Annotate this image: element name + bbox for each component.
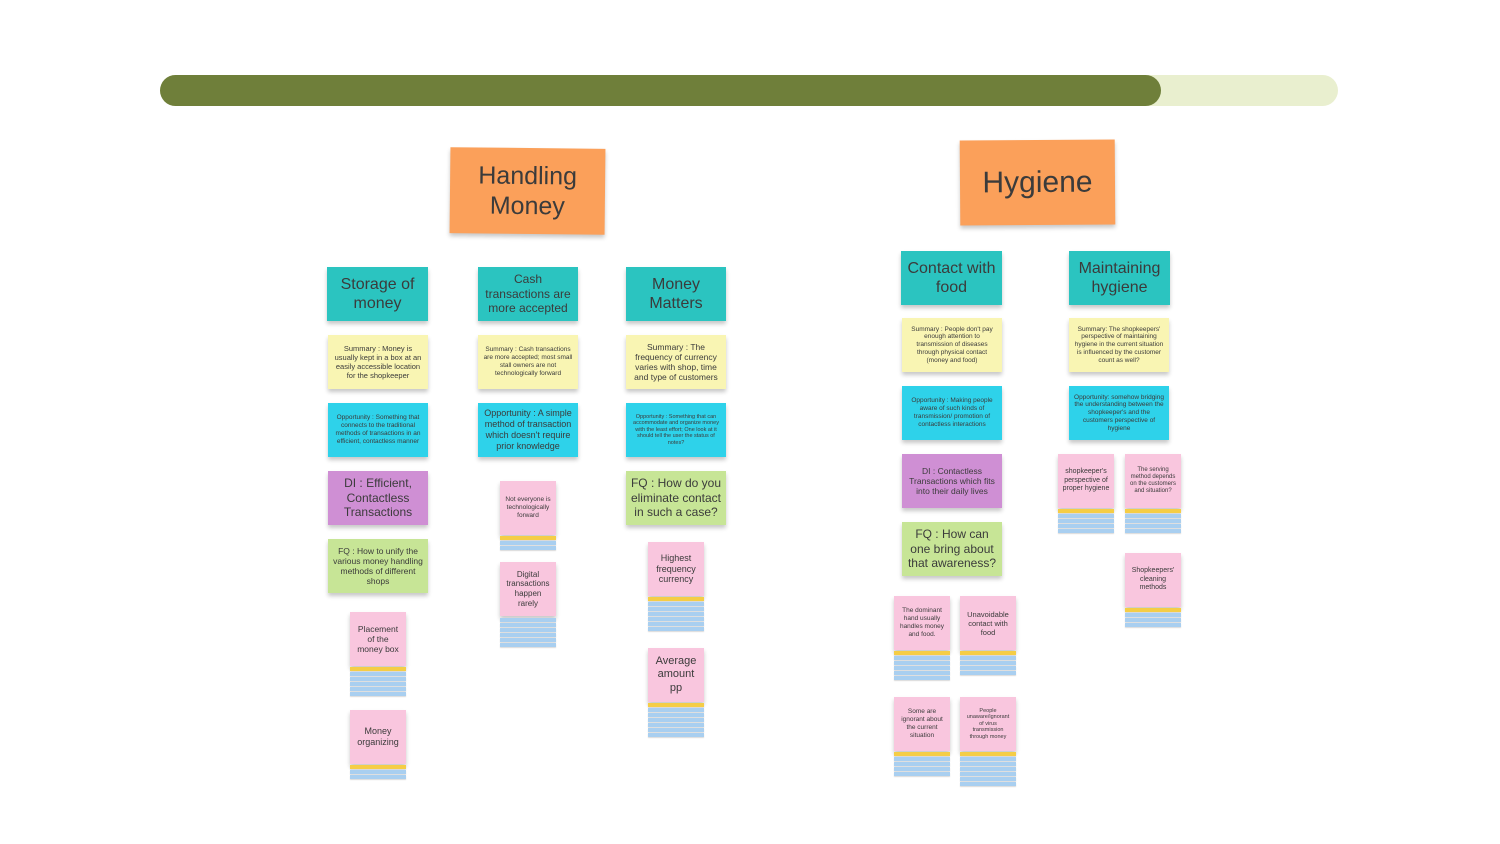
di-note-contact[interactable]: DI : Contactless Transactions which fits… <box>902 454 1002 508</box>
note-text: Maintaining hygiene <box>1078 259 1161 296</box>
note-stack <box>1058 509 1114 533</box>
insight-note-cleaning-methods[interactable]: Shopkeepers' cleaning methods <box>1125 553 1181 607</box>
note-text: FQ : How can one bring about that awaren… <box>907 527 997 571</box>
fq-note-contact[interactable]: FQ : How can one bring about that awaren… <box>902 522 1002 576</box>
category-note-money-matters[interactable]: Money Matters <box>626 267 726 321</box>
category-note-maintaining-hygiene[interactable]: Maintaining hygiene <box>1069 251 1170 305</box>
note-stack <box>1125 509 1181 533</box>
note-text: Contact with food <box>907 259 996 296</box>
note-text: DI : Contactless Transactions which fits… <box>909 465 995 497</box>
insight-note-people-unaware[interactable]: People unaware/ignorant of virus transmi… <box>960 697 1016 751</box>
insight-note-not-everyone-forward[interactable]: Not everyone is technologically forward <box>500 481 556 535</box>
fq-note-money-matters[interactable]: FQ : How do you eliminate contact in suc… <box>626 471 726 525</box>
header-note-handling-money[interactable]: Handling Money <box>449 147 606 235</box>
note-text: Opportunity : Something that connects to… <box>335 414 421 445</box>
note-text: Opportunity: somehow bridging the unders… <box>1074 393 1164 432</box>
note-text: Digital transactions happen rarely <box>506 569 550 608</box>
note-stack <box>350 667 406 696</box>
opportunity-note-contact[interactable]: Opportunity : Making people aware of suc… <box>902 386 1002 440</box>
insight-note-shopkeepers-perspective[interactable]: shopkeeper's perspective of proper hygie… <box>1058 454 1114 508</box>
insight-note-average-amount[interactable]: Average amount pp <box>648 648 704 702</box>
note-text: Summary : The frequency of currency vari… <box>634 341 718 383</box>
insight-note-serving-method[interactable]: The serving method depends on the custom… <box>1125 454 1181 508</box>
note-text: Shopkeepers' cleaning methods <box>1131 567 1175 592</box>
note-text: Unavoidable contact with food <box>967 609 1009 637</box>
note-text: Money organizing <box>357 726 399 747</box>
summary-note-maintaining[interactable]: Summary: The shopkeepers' perspective of… <box>1069 318 1169 372</box>
note-text: FQ : How do you eliminate contact in suc… <box>630 476 722 520</box>
insight-note-highest-frequency[interactable]: Highest frequency currency <box>648 542 704 596</box>
opportunity-note-storage[interactable]: Opportunity : Something that connects to… <box>328 403 428 457</box>
note-text: Average amount pp <box>655 655 697 694</box>
note-text: Storage of money <box>340 275 415 312</box>
insight-note-dominant-hand[interactable]: The dominant hand usually handles money … <box>894 596 950 650</box>
summary-note-money-matters[interactable]: Summary : The frequency of currency vari… <box>626 335 726 389</box>
note-stack <box>500 617 556 647</box>
note-text: Not everyone is technologically forward <box>505 496 551 519</box>
opportunity-note-cash[interactable]: Opportunity : A simple method of transac… <box>478 403 578 457</box>
header-note-hygiene[interactable]: Hygiene <box>959 139 1116 226</box>
insight-note-digital-rarely[interactable]: Digital transactions happen rarely <box>500 562 556 616</box>
category-note-cash-transactions[interactable]: Cash transactions are more accepted <box>478 267 578 321</box>
note-text: Summary : Money is usually kept in a box… <box>334 344 422 380</box>
note-stack <box>500 536 556 550</box>
note-stack <box>648 597 704 631</box>
note-text: Opportunity : Making people aware of suc… <box>911 397 993 428</box>
note-text: Summary: The shopkeepers' perspective of… <box>1074 325 1164 364</box>
note-text: Some are ignorant about the current situ… <box>901 708 943 739</box>
note-text: Highest frequency currency <box>656 552 696 585</box>
note-text: DI : Efficient, Contactless Transactions <box>343 476 413 520</box>
note-text: Handling Money <box>478 161 578 221</box>
note-text: Placement of the money box <box>357 623 399 655</box>
progress-bar <box>160 75 1338 106</box>
note-text: Cash transactions are more accepted <box>485 272 571 316</box>
note-text: Opportunity : Something that can accommo… <box>633 413 719 446</box>
note-stack <box>894 651 950 680</box>
note-stack <box>894 752 950 776</box>
note-text: People unaware/ignorant of virus transmi… <box>966 707 1010 740</box>
category-note-storage-of-money[interactable]: Storage of money <box>327 267 428 321</box>
note-text: The serving method depends on the custom… <box>1129 466 1177 495</box>
note-text: Money Matters <box>649 275 703 312</box>
note-stack <box>350 765 406 779</box>
note-stack <box>960 752 1016 786</box>
progress-bar-fill <box>160 75 1162 106</box>
opportunity-note-money-matters[interactable]: Opportunity : Something that can accommo… <box>626 403 726 457</box>
note-text: Hygiene <box>982 165 1093 199</box>
note-text: Summary : Cash transactions are more acc… <box>483 346 573 377</box>
note-stack <box>1125 608 1181 627</box>
note-text: The dominant hand usually handles money … <box>899 607 945 638</box>
summary-note-contact[interactable]: Summary : People don't pay enough attent… <box>902 318 1002 372</box>
insight-note-placement-money-box[interactable]: Placement of the money box <box>350 612 406 666</box>
note-text: shopkeeper's perspective of proper hygie… <box>1062 468 1110 493</box>
insight-note-unavoidable-contact[interactable]: Unavoidable contact with food <box>960 596 1016 650</box>
summary-note-storage[interactable]: Summary : Money is usually kept in a box… <box>328 335 428 389</box>
opportunity-note-maintaining[interactable]: Opportunity: somehow bridging the unders… <box>1069 386 1169 440</box>
fq-note-storage[interactable]: FQ : How to unify the various money hand… <box>328 539 428 593</box>
note-stack <box>960 651 1016 675</box>
di-note-storage[interactable]: DI : Efficient, Contactless Transactions <box>328 471 428 525</box>
note-stack <box>648 703 704 737</box>
insight-note-money-organizing[interactable]: Money organizing <box>350 710 406 764</box>
note-text: FQ : How to unify the various money hand… <box>333 545 423 587</box>
note-text: Opportunity : A simple method of transac… <box>484 408 572 451</box>
insight-note-some-ignorant[interactable]: Some are ignorant about the current situ… <box>894 697 950 751</box>
category-note-contact-with-food[interactable]: Contact with food <box>901 251 1002 305</box>
summary-note-cash[interactable]: Summary : Cash transactions are more acc… <box>478 335 578 389</box>
note-text: Summary : People don't pay enough attent… <box>911 325 993 364</box>
